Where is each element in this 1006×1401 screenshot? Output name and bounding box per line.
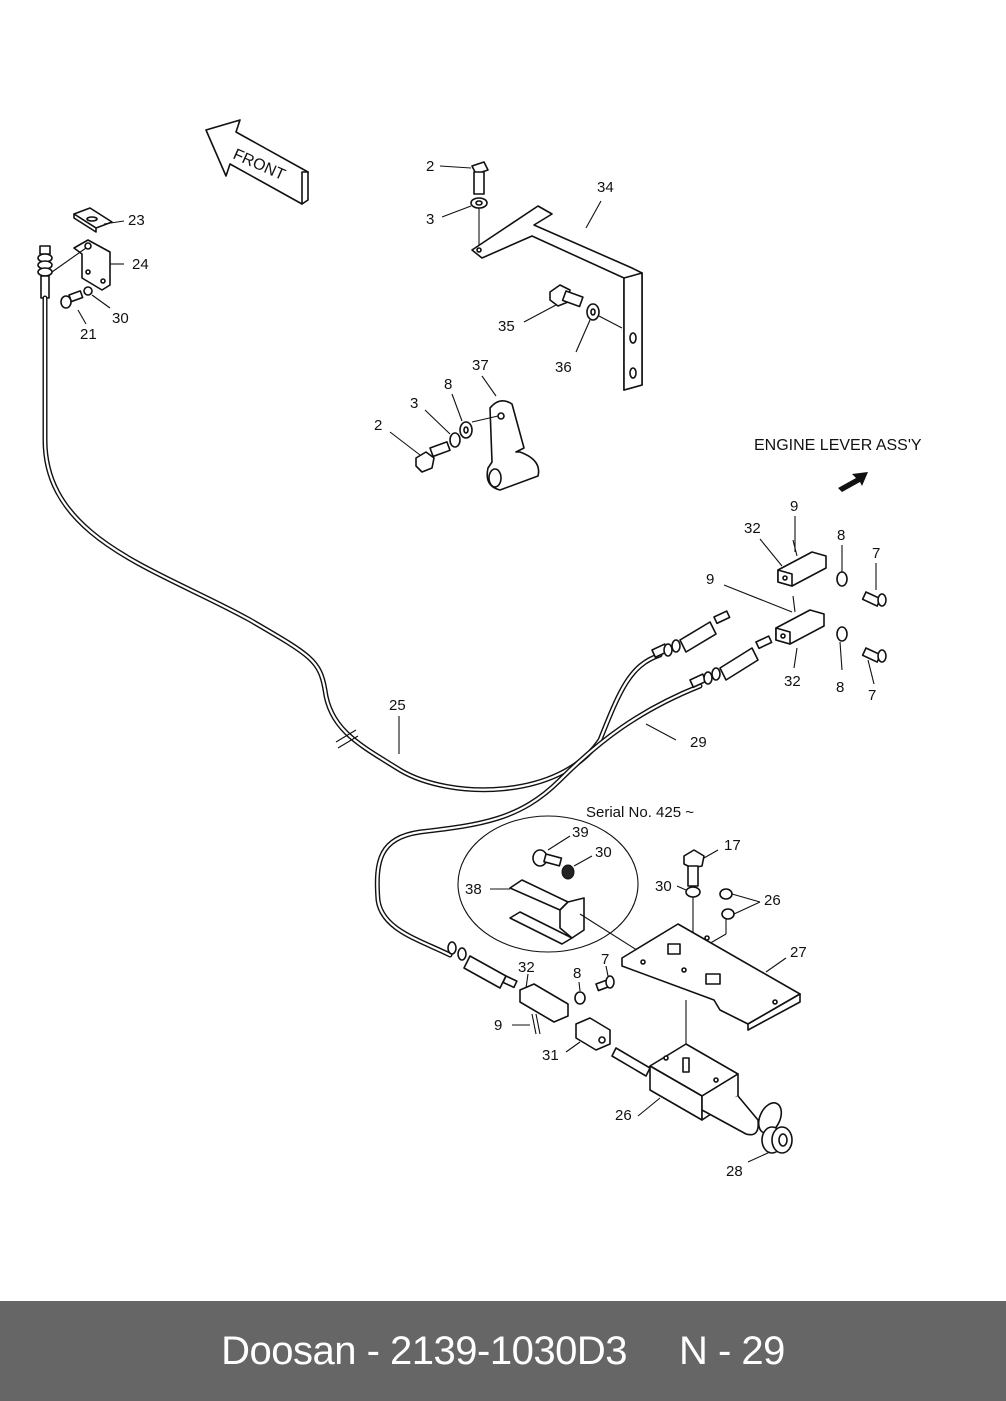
serial-detail-circle	[457, 815, 639, 953]
part-30-washer-detail	[561, 855, 593, 880]
callout-8-lower: 8	[836, 679, 844, 696]
front-arrow-icon: FRONT	[205, 119, 309, 205]
part-7-pin-bottom	[595, 965, 615, 992]
callout-25: 25	[389, 697, 406, 714]
parts-diagram: FRONT 23 24 21 30 25	[37, 119, 922, 1180]
part-9-pin-bottom	[512, 1013, 541, 1035]
callout-24: 24	[132, 256, 149, 273]
callout-23: 23	[128, 212, 145, 229]
engine-lever-label: ENGINE LEVER ASS'Y	[754, 437, 922, 454]
callout-32-bottom: 32	[518, 959, 535, 976]
callout-21: 21	[80, 326, 97, 343]
callout-30-detail: 30	[595, 844, 612, 861]
part-7-pin-upper	[861, 563, 887, 607]
part-9-pin-lower	[792, 595, 796, 613]
callout-3-lever: 3	[410, 395, 418, 412]
part-35-bolt	[523, 284, 584, 323]
part-17-bolt	[683, 849, 719, 887]
part-37-lever	[471, 375, 540, 491]
callout-35: 35	[498, 318, 515, 335]
callout-9-lower: 9	[706, 571, 714, 588]
cable-25-boot	[651, 610, 731, 659]
callout-9-bottom: 9	[494, 1017, 502, 1034]
callout-31: 31	[542, 1047, 559, 1064]
callout-7-lower: 7	[868, 687, 876, 704]
part-31-block	[565, 1017, 611, 1053]
callout-32-upper: 32	[744, 520, 761, 537]
callout-34: 34	[597, 179, 614, 196]
serial-note: Serial No. 425 ~	[586, 804, 694, 821]
part-24-bracket	[51, 239, 124, 291]
callout-37: 37	[472, 357, 489, 374]
callout-26-nuts: 26	[764, 892, 781, 909]
callout-30-plate: 30	[655, 878, 672, 895]
part-32-clevis-upper	[759, 538, 827, 587]
callout-30-top-left: 30	[112, 310, 129, 327]
callout-28: 28	[726, 1163, 743, 1180]
part-27-plate	[621, 923, 801, 1048]
part-26-housing	[611, 1043, 783, 1136]
part-9-pin-upper	[792, 516, 798, 557]
part-8-washer-bottom	[574, 981, 586, 1005]
callout-17: 17	[724, 837, 741, 854]
part-21-bolt	[60, 290, 87, 325]
callout-2-lever: 2	[374, 417, 382, 434]
part-8-washer-lever	[451, 393, 473, 439]
callout-3-top: 3	[426, 211, 434, 228]
callout-26-housing: 26	[615, 1107, 632, 1124]
part-28-bushing	[747, 1126, 793, 1163]
callout-38: 38	[465, 881, 482, 898]
callout-8-lever: 8	[444, 376, 452, 393]
footer-bar: Doosan - 2139-1030D3 N - 29	[0, 1301, 1006, 1401]
callout-29: 29	[690, 734, 707, 751]
callout-39: 39	[572, 824, 589, 841]
part-34-bracket	[471, 200, 643, 391]
part-2-bolt-top	[439, 161, 489, 195]
part-30-washer-plate	[676, 885, 701, 934]
part-8-washer-upper	[836, 545, 848, 587]
footer-part-number: Doosan - 2139-1030D3	[221, 1328, 627, 1373]
part-26-nuts	[687, 888, 761, 957]
part-3-washer-lever	[424, 409, 461, 448]
part-3-washer-top	[441, 197, 488, 248]
callout-32-lower: 32	[784, 673, 801, 690]
callout-7-bottom: 7	[601, 951, 609, 968]
part-2-bolt-lever	[389, 431, 451, 473]
callout-9-upper: 9	[790, 498, 798, 515]
callout-36: 36	[555, 359, 572, 376]
part-39-bolt	[532, 835, 571, 867]
part-32-clevis-lower	[723, 584, 825, 669]
part-30-nut	[83, 286, 111, 309]
footer-page-ref: N - 29	[678, 1328, 785, 1373]
cable-29-boot	[689, 635, 773, 689]
engine-lever-arrow-icon	[838, 472, 868, 492]
callout-8-upper: 8	[837, 527, 845, 544]
part-23-plate	[73, 207, 125, 233]
part-36-washer	[575, 303, 623, 353]
part-38-bracket	[490, 879, 641, 953]
callout-2-top: 2	[426, 158, 434, 175]
cable-29-lower-boot	[447, 941, 518, 989]
callout-27: 27	[790, 944, 807, 961]
callout-8-bottom: 8	[573, 965, 581, 982]
part-8-washer-lower	[836, 626, 848, 671]
part-7-pin-lower	[861, 647, 887, 685]
part-32-clevis-bottom	[519, 973, 569, 1023]
cable-25-end-fitting	[37, 245, 53, 299]
callout-7-upper: 7	[872, 545, 880, 562]
